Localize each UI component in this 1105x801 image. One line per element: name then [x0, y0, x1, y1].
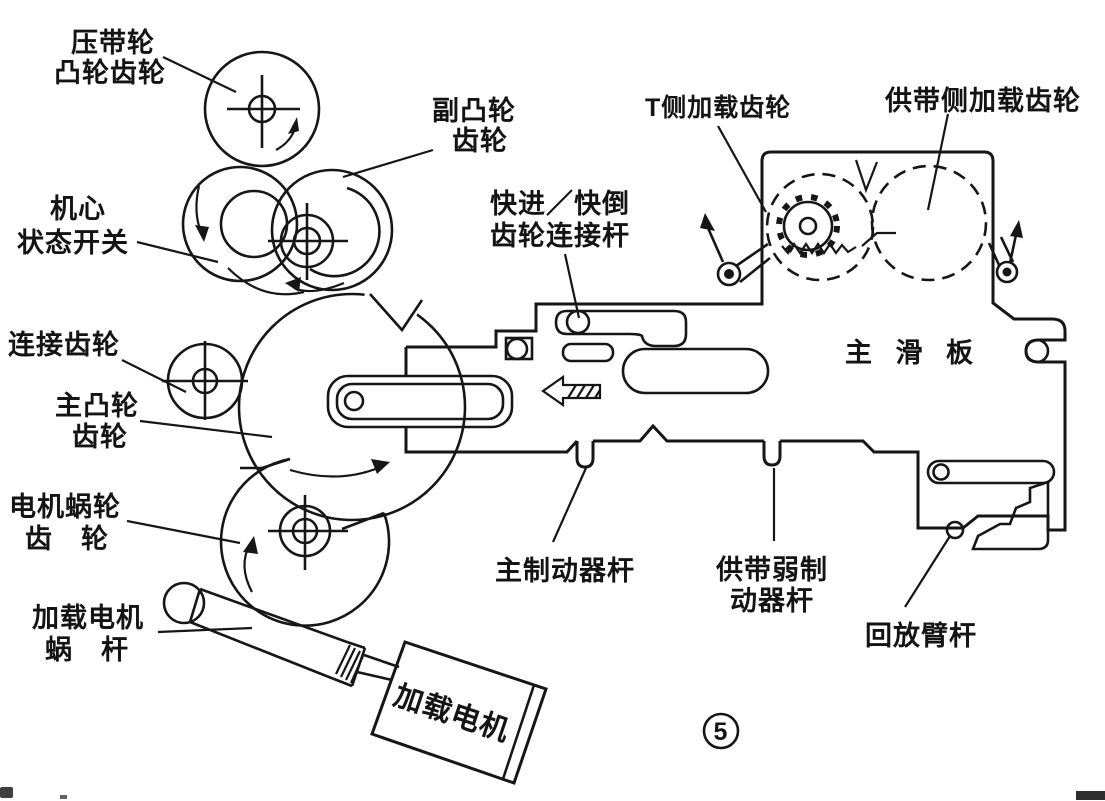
label-main-brake-lever: 主制动器杆 [495, 556, 635, 586]
cam-follower-slot-lever [326, 374, 514, 429]
playback-arm-pivot [945, 520, 965, 540]
sub-cam-gear-cluster [181, 165, 394, 296]
label-pinch-roller-cam-gear: 压带轮 [71, 28, 155, 58]
rotation-arrow [289, 466, 379, 478]
leader-lines [121, 56, 951, 634]
playback-arm-hook [971, 480, 1050, 551]
small-slot [561, 342, 615, 363]
playback-arm-slot-pin [932, 463, 950, 481]
loading-motor-body: 加载电机 [370, 640, 548, 785]
label-main-cam-gear: 主凸轮 [55, 391, 139, 421]
label-mech-state-switch: 机心 [50, 194, 106, 224]
motor-worm-gear [219, 457, 391, 627]
rack-teeth [781, 242, 857, 255]
label-playback-arm-lever: 回放臂杆 [865, 620, 977, 651]
worm-end-cap [162, 581, 206, 625]
svg-text:齿轮连接杆: 齿轮连接杆 [490, 220, 630, 251]
t-side-loading-lever [700, 213, 771, 287]
rotation-arrow [195, 185, 203, 233]
drive-sprocket [776, 194, 840, 258]
label-connecting-gear: 连接齿轮 [8, 329, 120, 360]
supply-side-loading-lever [987, 220, 1023, 284]
cluster-hub [219, 189, 289, 259]
mesh-tick-mark [861, 231, 896, 247]
slide-direction-arrow [541, 374, 602, 408]
label-loading-motor-worm: 加载电机 [32, 603, 144, 633]
lever-motion-arrow [706, 227, 725, 263]
loading-gear-section [765, 159, 988, 282]
label-main-slide-plate: 主 滑 板 [845, 338, 981, 368]
label-supply-side-loading-gear: 供带侧加载齿轮 [884, 86, 1081, 116]
label-t-side-loading-gear: T侧加载齿轮 [645, 93, 791, 122]
svg-text:齿 轮: 齿 轮 [25, 524, 109, 554]
svg-text:动器杆: 动器杆 [730, 586, 814, 616]
gear-notch [369, 293, 424, 333]
label-sub-cam-gear: 副凸轮 [432, 96, 516, 126]
supply-side-loading-gear-circle [870, 164, 988, 282]
right-edge-notch-pin [1024, 338, 1050, 364]
plate-slots [504, 309, 1056, 551]
loading-motor-label: 加载电机 [390, 679, 514, 748]
worm-thread [333, 640, 367, 688]
connecting-gear [162, 341, 248, 420]
link-lever-slot [554, 309, 688, 348]
motor-shaft [363, 653, 400, 669]
label-ff-rew-link: 快进／快倒 [490, 189, 630, 219]
svg-text:凸轮齿轮: 凸轮齿轮 [54, 58, 166, 88]
main-brake-pin [575, 441, 595, 469]
label-supply-weak-brake-lever: 供带弱制 [715, 555, 828, 585]
svg-text:5: 5 [714, 718, 729, 746]
pinch-roller-cam-gear [203, 50, 321, 168]
playback-arm-slot [926, 459, 1056, 485]
figure-number: 5 [702, 712, 740, 750]
svg-text:蜗 杆: 蜗 杆 [45, 635, 129, 665]
main-cam-gear [237, 288, 514, 522]
mesh-v-mark [854, 159, 879, 194]
cam-arc [227, 267, 305, 296]
scan-artifacts [0, 787, 1105, 800]
svg-text:状态开关: 状态开关 [17, 228, 129, 258]
svg-text:齿轮: 齿轮 [72, 422, 128, 452]
rotation-arrow [275, 130, 296, 151]
label-motor-worm-gear: 电机蜗轮 [9, 492, 121, 522]
guide-post-hole [505, 337, 529, 361]
supply-brake-pin [762, 441, 782, 467]
svg-text:齿轮: 齿轮 [452, 126, 508, 156]
large-oval-slot [621, 347, 770, 395]
loading-motor-worm-shaft [162, 581, 400, 688]
callout-labels: 压带轮 凸轮齿轮 副凸轮 齿轮 机心 状态开关 连接齿轮 主凸轮 齿轮 电机蜗轮… [8, 28, 1081, 665]
